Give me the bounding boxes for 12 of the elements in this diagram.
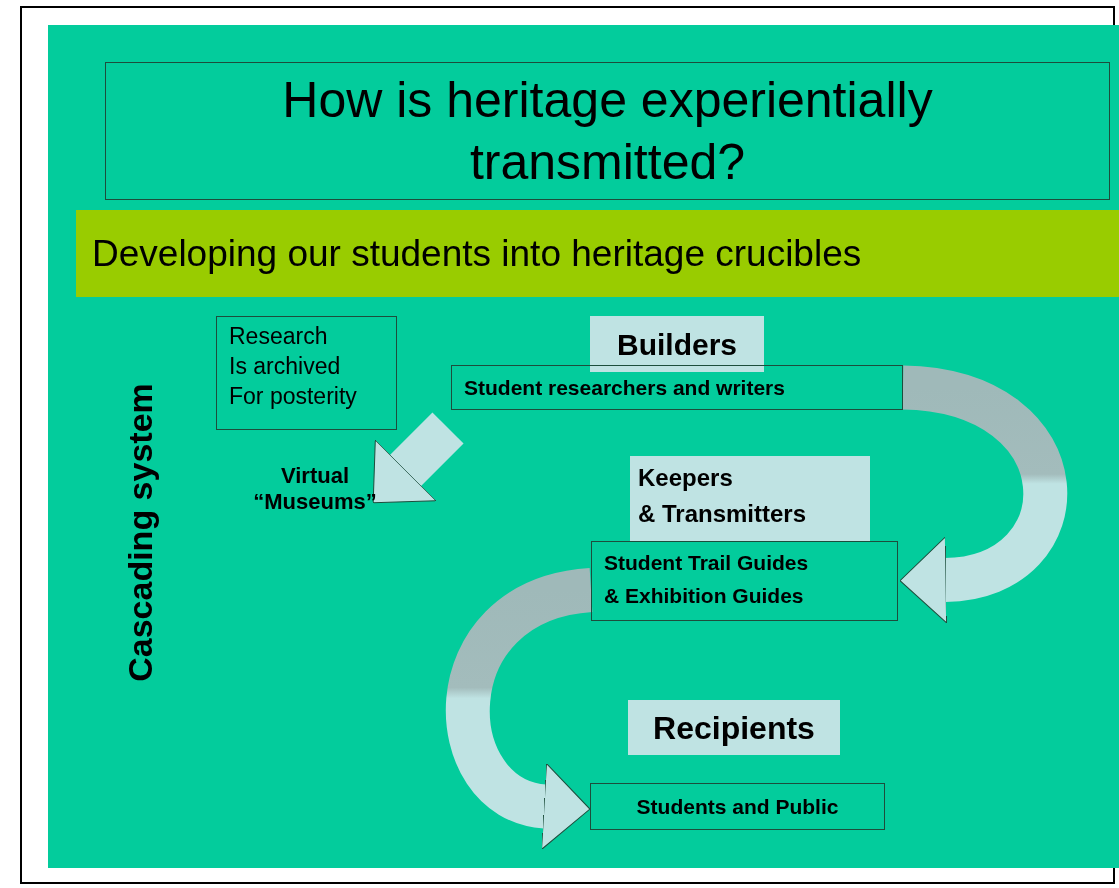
note-box: Research Is archived For posterity xyxy=(216,316,397,430)
role-heading: Keepers & Transmitters xyxy=(630,456,870,542)
subtitle-band: Developing our students into heritage crucibles xyxy=(76,210,1119,297)
role-heading: Recipients xyxy=(628,700,840,755)
curved-block-arrow xyxy=(372,412,464,504)
group-box: Student researchers and writers xyxy=(451,365,903,410)
vertical-side-label: Cascading system xyxy=(119,382,160,684)
group-box: Students and Public xyxy=(590,783,885,830)
role-heading: Builders xyxy=(590,316,764,372)
group-box: Student Trail Guides & Exhibition Guides xyxy=(591,541,898,621)
title: How is heritage experientially transmitted? xyxy=(105,62,1110,200)
virtual-museums-text: Virtual “Museums” xyxy=(250,463,380,519)
